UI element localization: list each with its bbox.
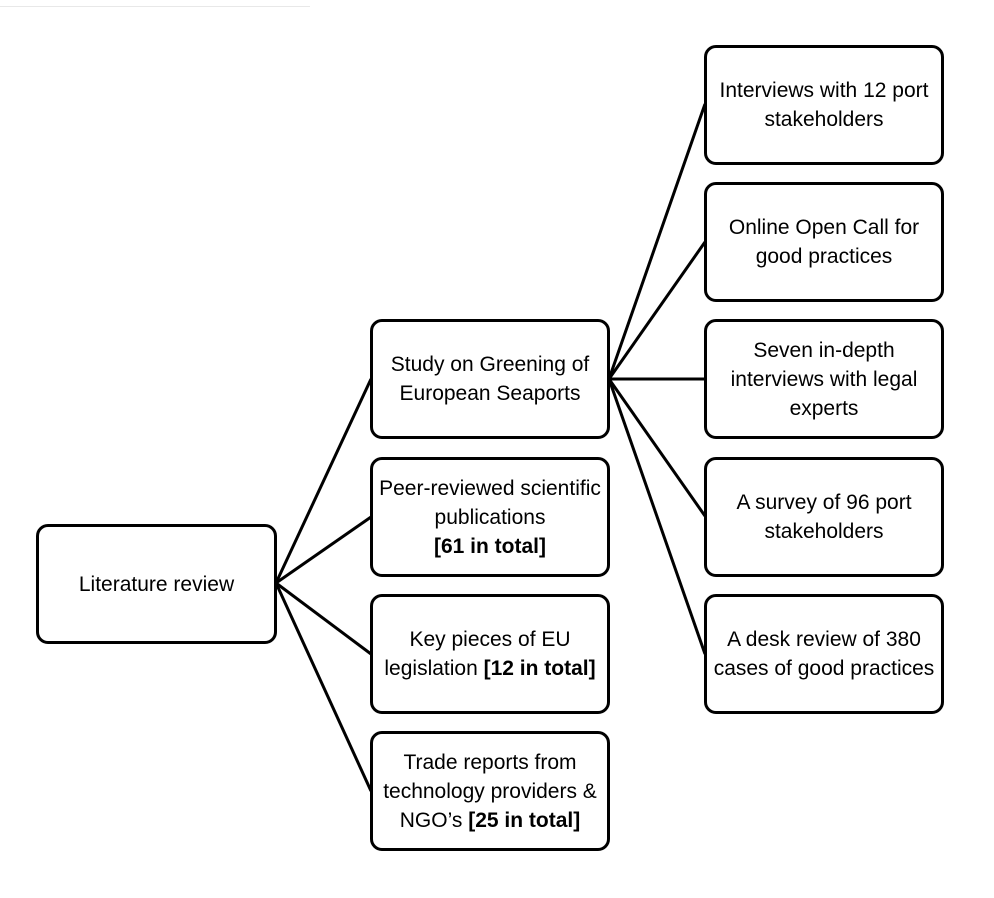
eu-legislation-count: [12 in total] xyxy=(483,657,596,680)
connector-study-to-interviews xyxy=(607,103,707,380)
top-divider-line xyxy=(0,6,310,7)
survey-stakeholders-label: A survey of 96 port stakeholders xyxy=(736,491,912,543)
survey-stakeholders-node: A survey of 96 port stakeholders xyxy=(704,457,944,577)
online-open-call-node: Online Open Call for good practices xyxy=(704,182,944,302)
literature-review-label: Literature review xyxy=(78,572,235,596)
desk-review-node: A desk review of 380 cases of good pract… xyxy=(704,594,944,714)
desk-review-label: A desk review of 380 cases of good pract… xyxy=(713,628,935,680)
peer-reviewed-label: Peer-reviewed scientific publications[61… xyxy=(379,476,601,558)
trade-reports-node: Trade reports from technology providers … xyxy=(370,731,610,851)
online-open-call-label: Online Open Call for good practices xyxy=(728,216,920,268)
trade-reports-count: [25 in total] xyxy=(468,808,581,832)
peer-reviewed-node: Peer-reviewed scientific publications[61… xyxy=(370,457,610,577)
interviews-stakeholders-label: Interviews with 12 port stakeholders xyxy=(719,79,929,131)
connector-root-to-legislation xyxy=(275,581,372,656)
trade-reports-label: Trade reports from technology providers … xyxy=(383,750,597,832)
connector-study-to-opencall xyxy=(607,241,707,380)
interviews-stakeholders-node: Interviews with 12 port stakeholders xyxy=(704,45,944,165)
connector-study-to-survey xyxy=(607,378,707,517)
study-greening-node: Study on Greening of European Seaports xyxy=(370,319,610,439)
literature-review-node: Literature review xyxy=(36,524,277,644)
connector-root-to-peer xyxy=(275,515,372,585)
peer-reviewed-count: [61 in total] xyxy=(433,534,546,558)
eu-legislation-node: Key pieces of EU legislation [12 in tota… xyxy=(370,594,610,714)
legal-experts-interviews-label: Seven in-depth interviews with legal exp… xyxy=(730,338,918,420)
eu-legislation-label: Key pieces of EU legislation [12 in tota… xyxy=(384,628,596,680)
connector-study-to-deskreview xyxy=(607,378,707,655)
connector-root-to-study xyxy=(274,378,373,584)
legal-experts-interviews-node: Seven in-depth interviews with legal exp… xyxy=(704,319,944,439)
connector-root-to-trade xyxy=(274,582,373,792)
study-greening-label: Study on Greening of European Seaports xyxy=(390,353,590,405)
